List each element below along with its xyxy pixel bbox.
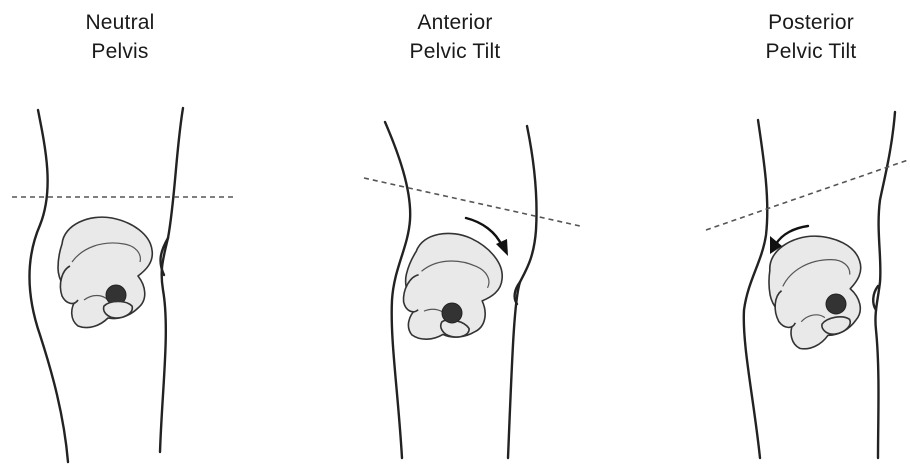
femoral-head (826, 294, 846, 314)
rotation-arrow-head (496, 239, 508, 256)
panel-anterior (364, 122, 580, 458)
ischium (104, 302, 133, 319)
panel-neutral (12, 108, 236, 462)
pelvis-bone (392, 224, 510, 354)
femoral-head (442, 303, 462, 323)
panel-posterior (706, 112, 908, 458)
front-outline (508, 126, 537, 458)
back-outline (744, 120, 768, 458)
front-outline (160, 108, 183, 452)
